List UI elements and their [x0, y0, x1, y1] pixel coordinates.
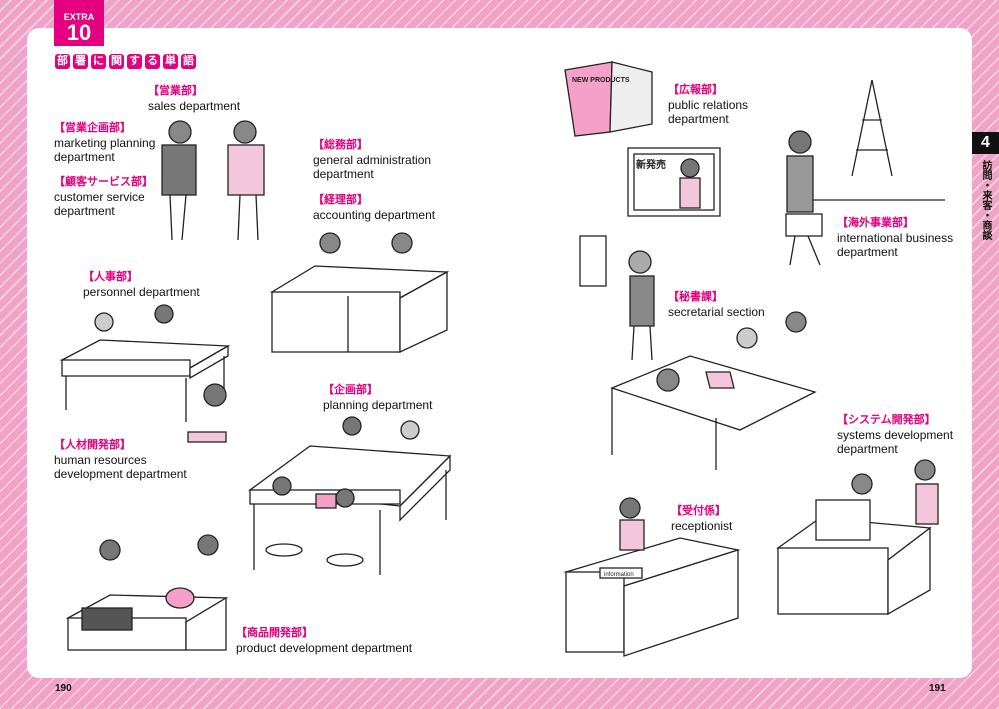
title-char: 単 — [163, 54, 178, 69]
page-number-left: 190 — [55, 683, 72, 694]
term-secretarial: 【秘書課】secretarial section — [668, 291, 765, 319]
extra-label: EXTRA — [63, 12, 95, 22]
reception-desk: information — [563, 497, 741, 657]
secretarial-desk — [579, 235, 817, 470]
title-char: 部 — [55, 54, 70, 69]
term-sales: 【営業部】sales department — [148, 85, 241, 113]
term-general-administration: 【総務部】general administration department — [313, 139, 432, 181]
term-public-relations: 【広報部】public relations department — [668, 84, 749, 126]
systems-desk — [776, 459, 939, 616]
eiffel-tower-illustration — [785, 79, 945, 266]
chapter-number: 4 — [972, 132, 999, 154]
title-char: 語 — [181, 54, 196, 69]
term-receptionist: 【受付係】receptionist — [671, 505, 733, 533]
tv-text: 新発売 — [636, 158, 666, 171]
term-personnel: 【人事部】personnel department — [83, 271, 200, 299]
magazine-text: NEW PRODUCTS — [572, 77, 630, 84]
page-number-right: 191 — [929, 683, 946, 694]
personnel-desk — [59, 304, 231, 443]
term-international-business: 【海外事業部】international business department — [837, 217, 954, 259]
kitchen-counter — [65, 534, 229, 651]
extra-badge: EXTRA 10 — [54, 0, 104, 46]
chapter-label: 訪問・来客・商談 — [980, 160, 991, 240]
section-title: 部 署 に 関 す る 単 語 — [55, 54, 196, 69]
extra-number: 10 — [66, 20, 92, 45]
title-char: る — [145, 54, 160, 69]
information-sign: information — [604, 572, 634, 578]
title-char: 署 — [73, 54, 88, 69]
title-char: す — [127, 54, 142, 69]
accounting-desk — [269, 232, 450, 354]
term-systems-development: 【システム開発部】systems development department — [837, 414, 954, 456]
term-marketing-planning: 【営業企画部】marketing planning department — [54, 122, 156, 164]
term-accounting: 【経理部】accounting department — [313, 194, 436, 222]
handshake-illustration — [161, 120, 265, 241]
term-product-development: 【商品開発部】product development department — [236, 627, 413, 655]
term-customer-service: 【顧客サービス部】customer service department — [54, 176, 153, 218]
chapter-tab: 4 訪問・来客・商談 — [972, 132, 999, 242]
planning-table — [248, 416, 452, 575]
title-char: に — [91, 54, 106, 69]
term-planning: 【企画部】planning department — [323, 384, 433, 412]
title-char: 関 — [109, 54, 124, 69]
term-human-resources: 【人材開発部】human resources development depar… — [54, 439, 187, 481]
magazine-illustration: NEW PRODUCTS — [564, 61, 653, 137]
tv-illustration: 新発売 — [627, 147, 721, 217]
